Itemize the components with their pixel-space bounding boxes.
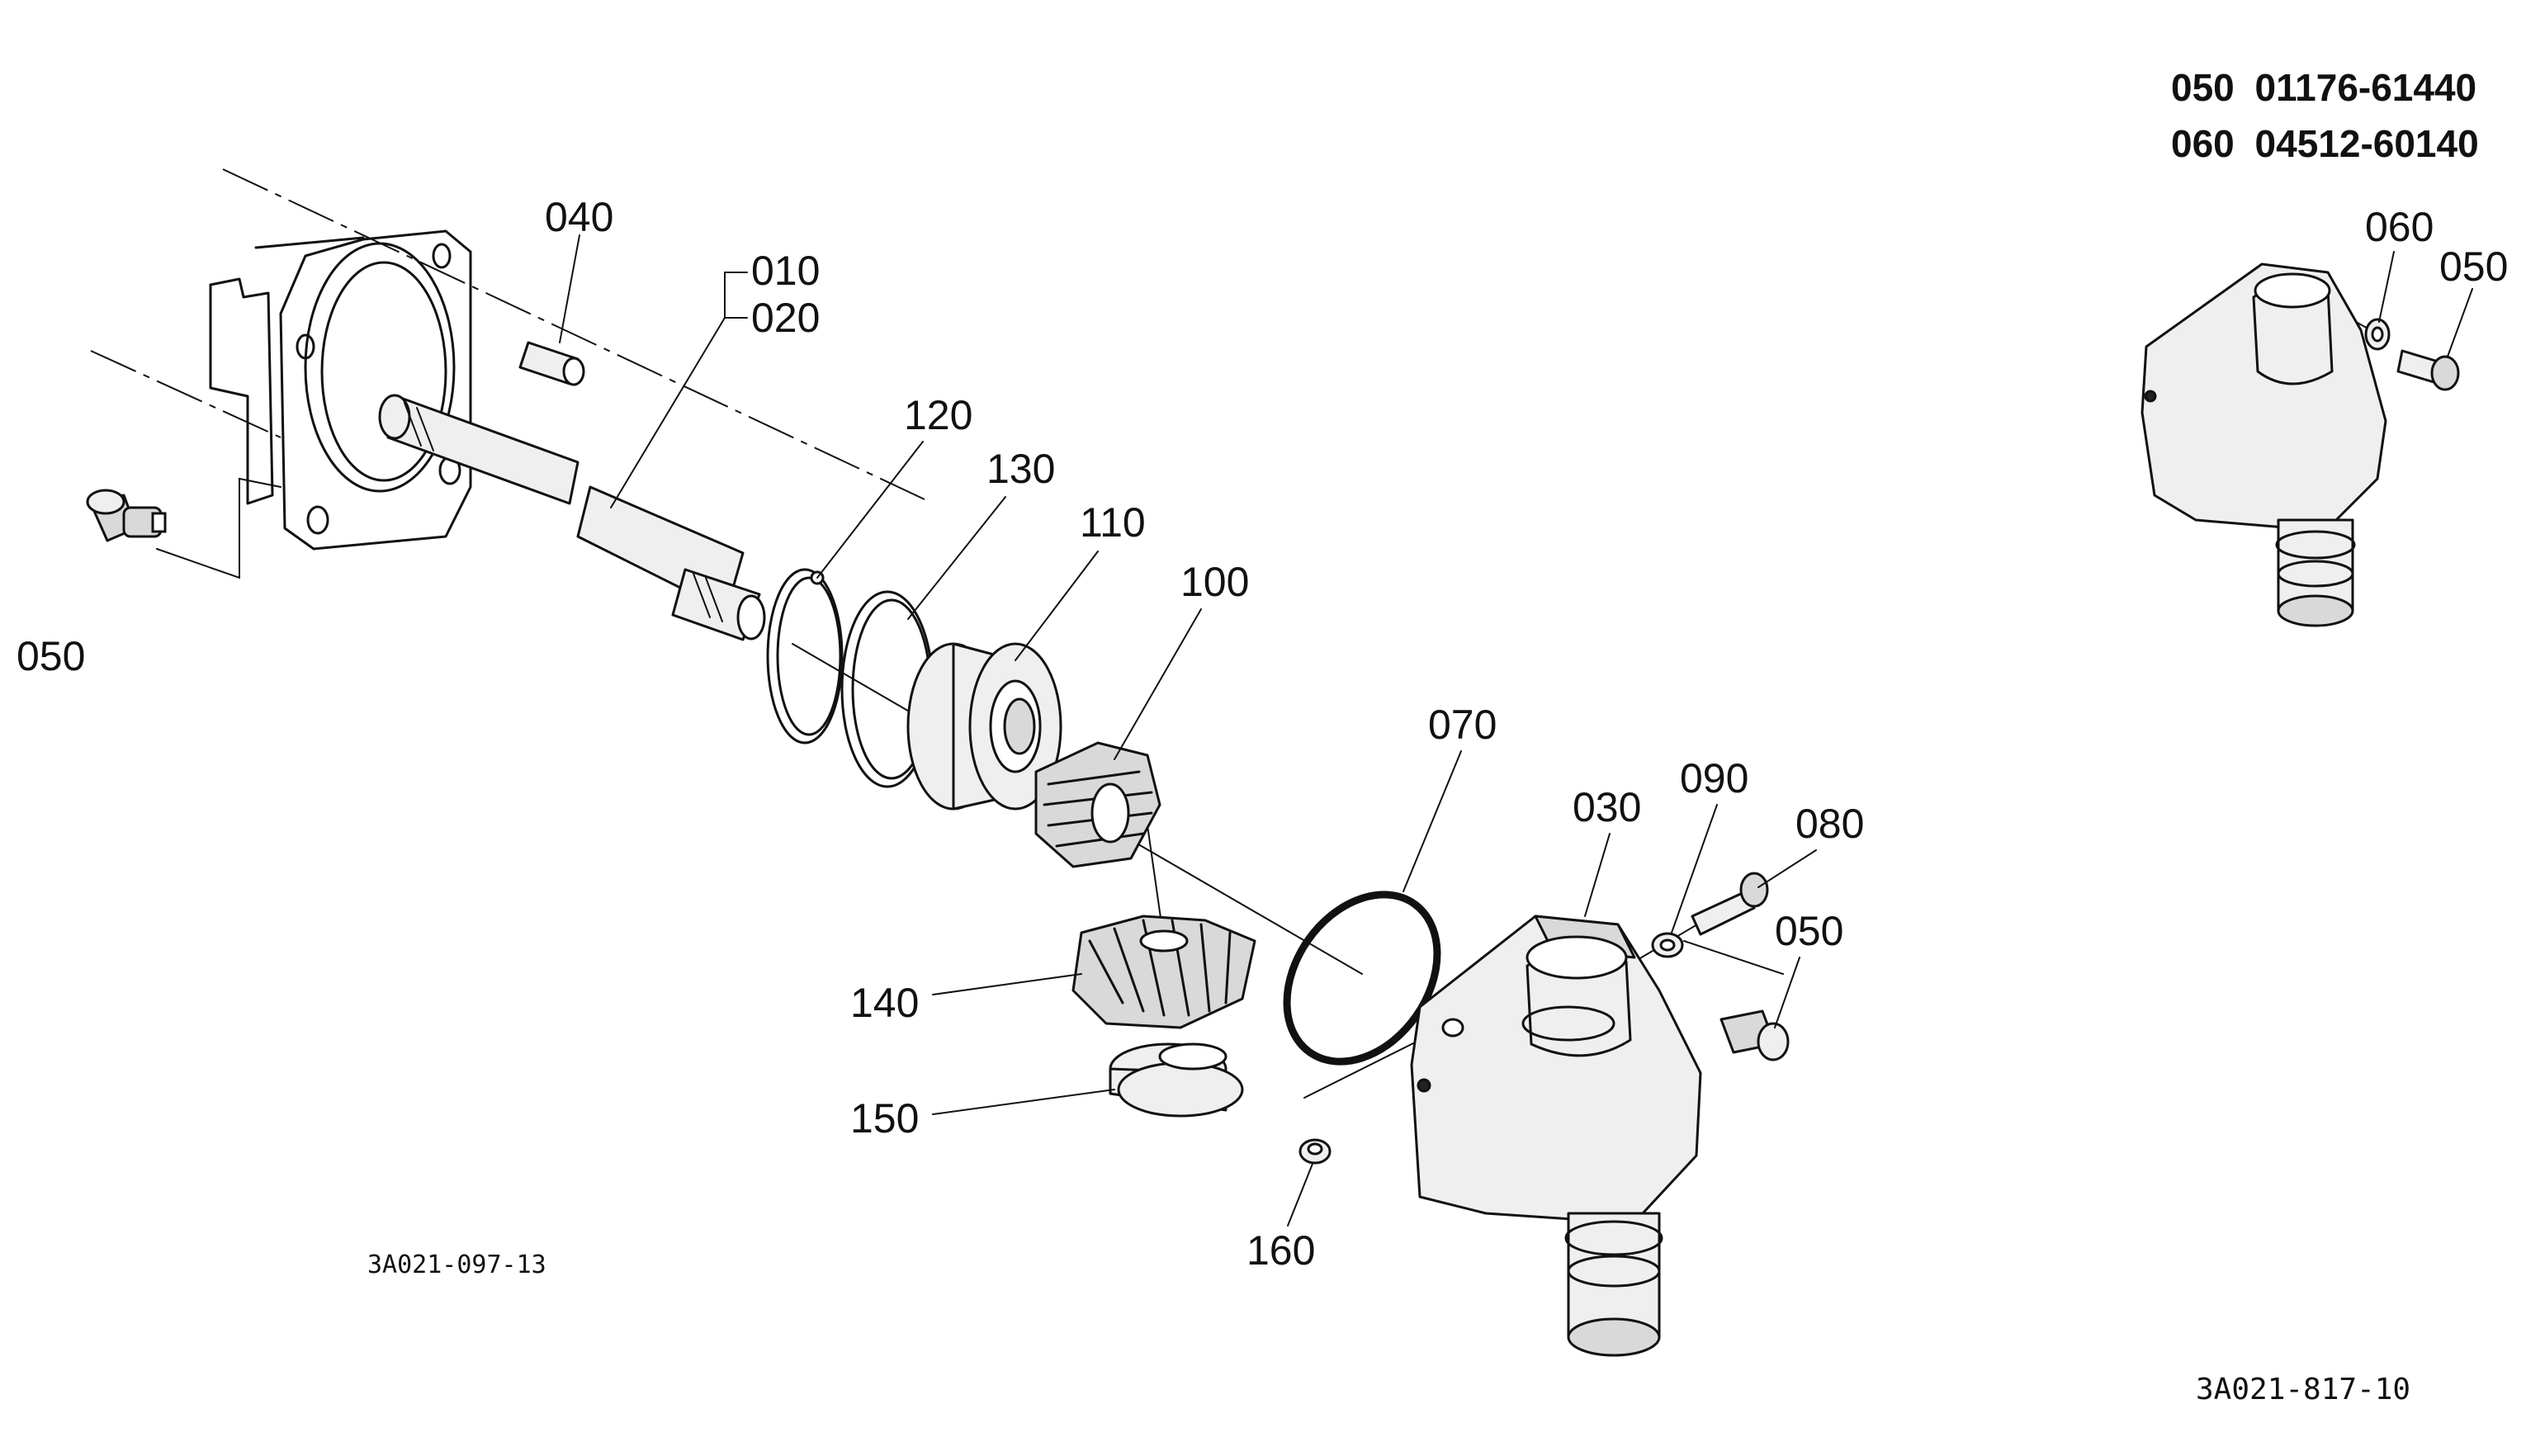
inset-washer-060 [2364,318,2391,351]
leader-lines [559,234,2473,1227]
part-ref-pos: 050 [2171,66,2235,109]
snap-ring-120 [766,568,844,745]
callout-020: 020 [751,295,820,341]
callout-120: 120 [904,392,972,438]
callout-160: 160 [1246,1227,1315,1274]
callout-030: 030 [1573,784,1641,830]
ball-bearing-110 [906,642,1062,811]
callout-100: 100 [1180,559,1249,605]
part-ref-pos: 060 [2171,122,2235,165]
callout-130: 130 [986,446,1055,492]
part-reference-list: 050 01176-61440 060 04512-60140 [2171,66,2479,165]
callout-labels: 040 010 020 120 130 110 100 050 140 150 … [17,194,2508,1274]
drive-shaft-010-020 [378,394,766,641]
dowel-pin-040 [518,341,585,386]
bolt-080 [1691,872,1769,936]
callout-070: 070 [1428,702,1497,748]
drawing-code-inset: 3A021-817-10 [2196,1373,2410,1406]
inset-gear-case [2140,262,2387,627]
callout-110: 110 [1080,499,1146,546]
inset-bolt-050 [2396,349,2460,391]
washer-090 [1651,932,1684,958]
gear-case-030 [1410,915,1702,1357]
bearing-150 [1109,1042,1244,1118]
callout-090: 090 [1680,755,1748,801]
bevel-pinion-100 [1034,741,1161,868]
callout-140: 140 [850,980,919,1026]
part-ref-row-1: 050 01176-61440 [2171,66,2476,109]
part-ref-number: 04512-60140 [2255,122,2479,165]
part-ref-number: 01176-61440 [2255,66,2477,109]
bevel-gear-140 [1071,915,1256,1029]
callout-010: 010 [751,248,820,294]
o-ring-070 [1283,891,1441,1066]
callout-150: 150 [850,1095,919,1142]
plug-160 [1298,1138,1332,1165]
plug-050-left [86,489,167,542]
callout-050-inset: 050 [2439,243,2508,290]
part-ref-row-2: 060 04512-60140 [2171,122,2479,165]
gear-case-flange [209,229,472,551]
callout-080: 080 [1795,801,1864,847]
plug-050-right [1719,1009,1790,1061]
callout-050-right: 050 [1775,908,1843,954]
callout-050-left: 050 [17,633,85,679]
callout-060-inset: 060 [2365,204,2434,250]
drawing-code-main: 3A021-097-13 [367,1250,546,1279]
callout-040: 040 [545,194,613,240]
